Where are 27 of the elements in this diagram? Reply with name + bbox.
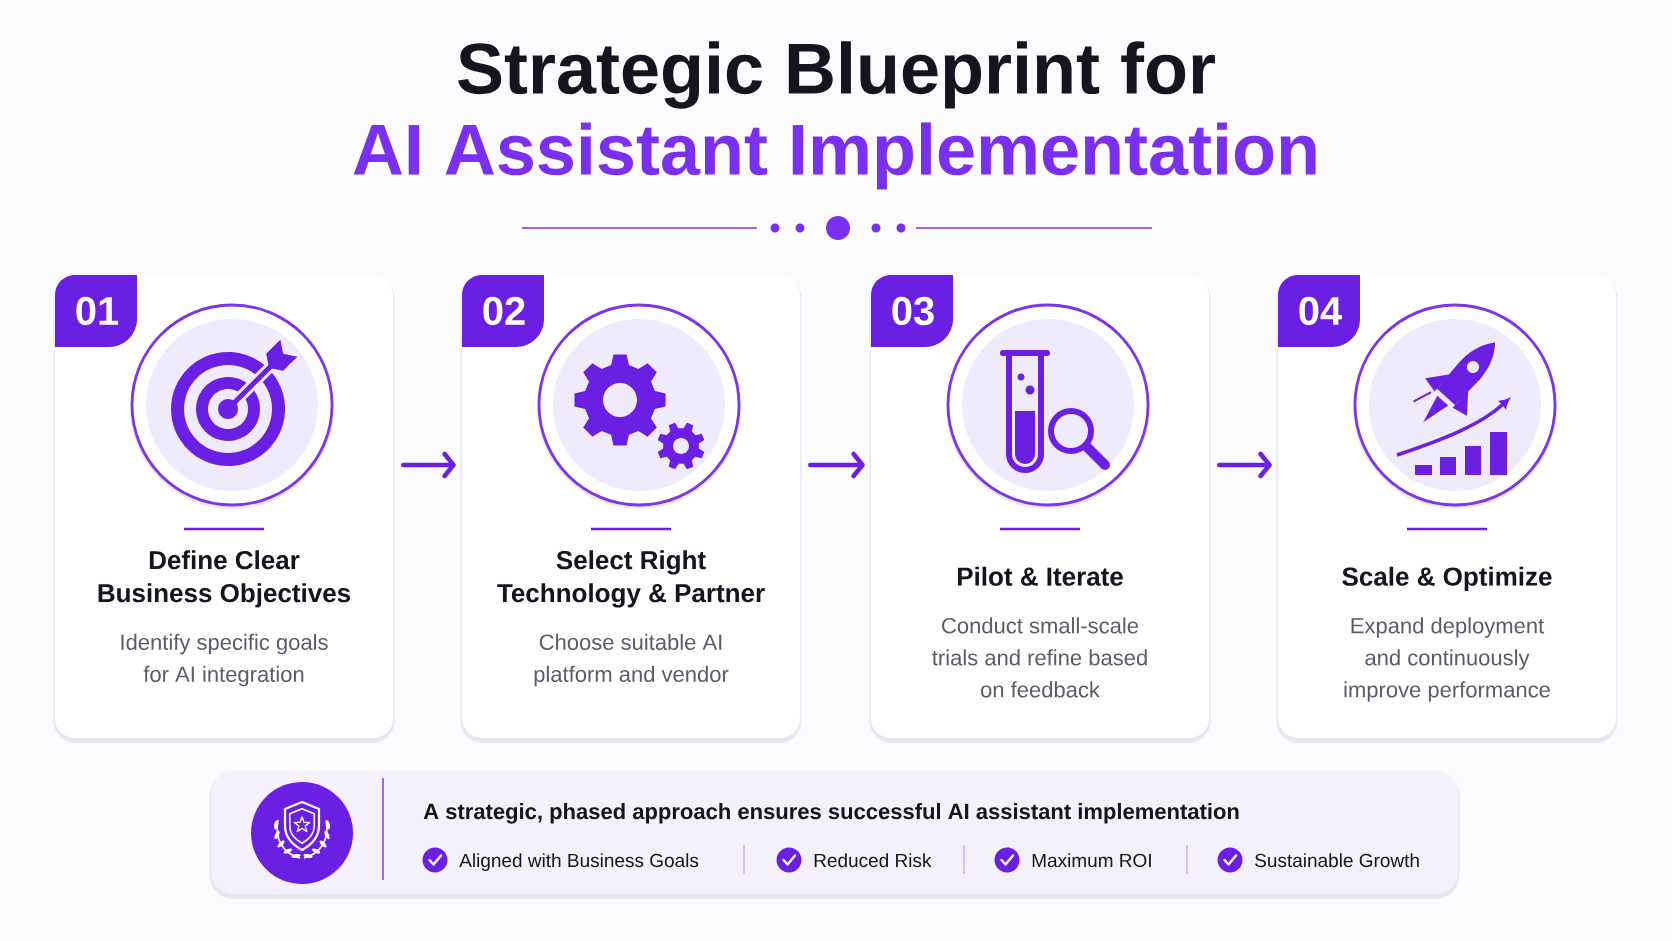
arrow	[1216, 451, 1272, 479]
benefit-text: Sustainable Growth	[1255, 853, 1419, 868]
step-title: Select Right Technology & Partner	[497, 550, 765, 608]
summary-heading: A strategic, phased approach ensures successful AI assistant implementation	[423, 803, 1239, 824]
summary-banner	[209, 771, 1460, 899]
number-badge: 01	[55, 275, 137, 347]
number-badge: 02	[462, 275, 544, 347]
benefit-text: Maximum ROI	[1032, 853, 1151, 868]
benefit-text: Reduced Risk	[814, 853, 932, 868]
step-title: Define Clear Business Objectives	[98, 550, 351, 608]
benefit-text: Aligned with Business Goals	[459, 853, 699, 871]
title: Strategic Blueprint for	[458, 41, 1215, 109]
step-title: Scale & Optimize	[1342, 566, 1552, 591]
number-badge: 03	[871, 275, 953, 347]
number-badge: 04	[1278, 275, 1360, 347]
step-card	[460, 275, 802, 743]
step-card	[53, 275, 395, 743]
step-description: Identify specific goals for AI integration	[121, 633, 328, 687]
step-description: Expand deployment and continuously improve performance	[1344, 617, 1550, 702]
arrow	[807, 451, 865, 479]
step-card	[1276, 275, 1618, 743]
step-title: Pilot & Iterate	[957, 566, 1123, 586]
step-card	[869, 275, 1211, 743]
step-description: Conduct small-scale trials and refine based on feedback	[932, 617, 1147, 698]
step-description: Choose suitable AI platform and vendor	[534, 633, 729, 687]
arrow	[400, 451, 456, 479]
subtitle: AI Assistant Implementation	[353, 122, 1316, 190]
